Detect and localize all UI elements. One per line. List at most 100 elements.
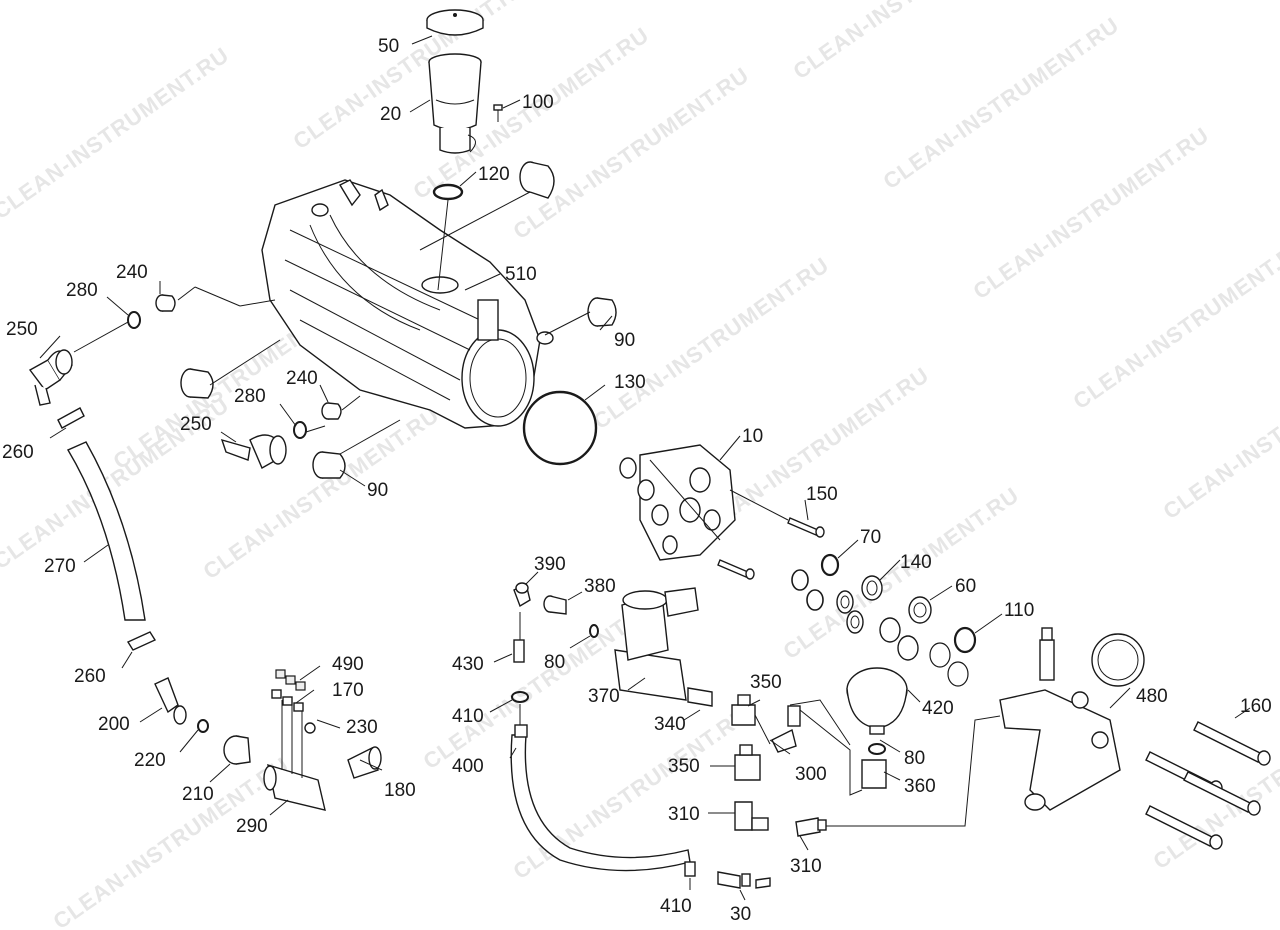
part-bolts-160 <box>1145 721 1271 850</box>
part-bolt-150 <box>717 517 825 580</box>
part-fitting-180 <box>347 746 382 779</box>
label-50: 50 <box>378 36 399 57</box>
label-120: 120 <box>478 164 510 185</box>
label-240: 240 <box>286 368 318 389</box>
watermark-text: CLEAN-INSTRUMENT.RU <box>509 702 754 884</box>
part-plug-260a <box>57 407 85 429</box>
part-oring-80a <box>589 624 599 638</box>
part-fitting-352 <box>787 705 801 727</box>
label-90: 90 <box>614 330 635 351</box>
label-260: 260 <box>74 666 106 687</box>
label-80: 80 <box>904 748 925 769</box>
label-280: 280 <box>66 280 98 301</box>
label-410: 410 <box>660 896 692 917</box>
label-250: 250 <box>180 414 212 435</box>
label-370: 370 <box>588 686 620 707</box>
part-elbow-390 <box>513 582 531 608</box>
label-310: 310 <box>668 804 700 825</box>
label-270: 270 <box>44 556 76 577</box>
part-oring-80b <box>868 743 886 755</box>
part-fittings-490-170 <box>271 669 316 734</box>
part-bushing-240a <box>155 294 176 312</box>
part-oil-reservoir-20 <box>428 53 482 154</box>
watermark-text: CLEAN-INSTRUMENT.RU <box>779 482 1024 664</box>
part-seal-set <box>791 553 977 687</box>
part-elbow-250b <box>220 434 287 469</box>
label-230: 230 <box>346 717 378 738</box>
part-elbow-200 <box>154 677 187 725</box>
part-plug-260b <box>126 631 157 651</box>
part-oring-120 <box>432 183 464 201</box>
label-310: 310 <box>790 856 822 877</box>
part-number-labels: 50 20 100 120 510 240 280 250 90 130 280… <box>2 36 1272 925</box>
label-210: 210 <box>182 784 214 805</box>
label-300: 300 <box>795 764 827 785</box>
part-crankcase-510 <box>261 179 554 429</box>
part-oring-130 <box>522 390 598 466</box>
watermark-text: CLEAN-INSTRUMENT.RU <box>199 402 444 584</box>
watermark-text: CLEAN-INSTRUMENT.RU <box>49 752 294 930</box>
label-60: 60 <box>955 576 976 597</box>
part-tee-350b <box>734 744 761 781</box>
part-manifold-290 <box>263 700 326 811</box>
part-nipple-430 <box>513 639 525 663</box>
label-180: 180 <box>384 780 416 801</box>
part-unloader-480 <box>999 627 1145 811</box>
part-fitting-380 <box>543 595 567 615</box>
watermark-text: CLEAN-INSTRUMENT.RU <box>0 42 234 224</box>
label-280: 280 <box>234 386 266 407</box>
part-cap-50 <box>426 9 484 36</box>
part-bearing-90a <box>587 297 617 327</box>
watermark-text: CLEAN-INSTRUMENT.RU <box>1069 232 1280 414</box>
label-90: 90 <box>367 480 388 501</box>
label-430: 430 <box>452 654 484 675</box>
label-130: 130 <box>614 372 646 393</box>
label-290: 290 <box>236 816 268 837</box>
part-bearing-90b <box>312 451 346 479</box>
label-200: 200 <box>98 714 130 735</box>
label-380: 380 <box>584 576 616 597</box>
label-20: 20 <box>380 104 401 125</box>
part-elbow-250a <box>28 349 73 406</box>
part-bearing-left <box>180 368 214 399</box>
label-70: 70 <box>860 527 881 548</box>
part-clamp-410b <box>684 861 696 877</box>
part-clamp-410a <box>511 691 529 703</box>
label-30: 30 <box>730 904 751 925</box>
label-110: 110 <box>1004 600 1034 621</box>
watermark-text: CLEAN-INSTRUMENT.RU <box>1159 342 1280 524</box>
watermark-text: CLEAN-INSTRUMENT.RU <box>879 12 1124 194</box>
label-350: 350 <box>668 756 700 777</box>
label-250: 250 <box>6 319 38 340</box>
label-260: 260 <box>2 442 34 463</box>
label-150: 150 <box>806 484 838 505</box>
part-oring-280b <box>293 421 307 439</box>
part-solenoid-370 <box>614 587 699 701</box>
watermark-text: CLEAN-INSTRUMENT.RU <box>969 122 1214 304</box>
part-bushing-240b <box>321 402 342 420</box>
part-bearing-top <box>519 161 555 199</box>
part-sensor-30 <box>717 871 771 889</box>
label-350: 350 <box>750 672 782 693</box>
part-fitting-360 <box>861 759 887 789</box>
label-360: 360 <box>904 776 936 797</box>
part-oring-280a <box>127 311 141 329</box>
leader-lines <box>39 35 1251 901</box>
label-240: 240 <box>116 262 148 283</box>
part-nut-210 <box>223 735 251 765</box>
part-tee-350a <box>731 694 756 726</box>
label-140: 140 <box>900 552 932 573</box>
label-10: 10 <box>742 426 763 447</box>
part-hose-400 <box>510 724 691 872</box>
label-160: 160 <box>1240 696 1272 717</box>
part-pump-head-10 <box>619 444 736 561</box>
part-oring-220 <box>197 719 209 733</box>
part-screw-100 <box>493 104 503 122</box>
part-tee-310a <box>734 801 769 831</box>
label-410: 410 <box>452 706 484 727</box>
label-490: 490 <box>332 654 364 675</box>
label-220: 220 <box>134 750 166 771</box>
label-400: 400 <box>452 756 484 777</box>
part-fitting-340 <box>687 687 713 707</box>
